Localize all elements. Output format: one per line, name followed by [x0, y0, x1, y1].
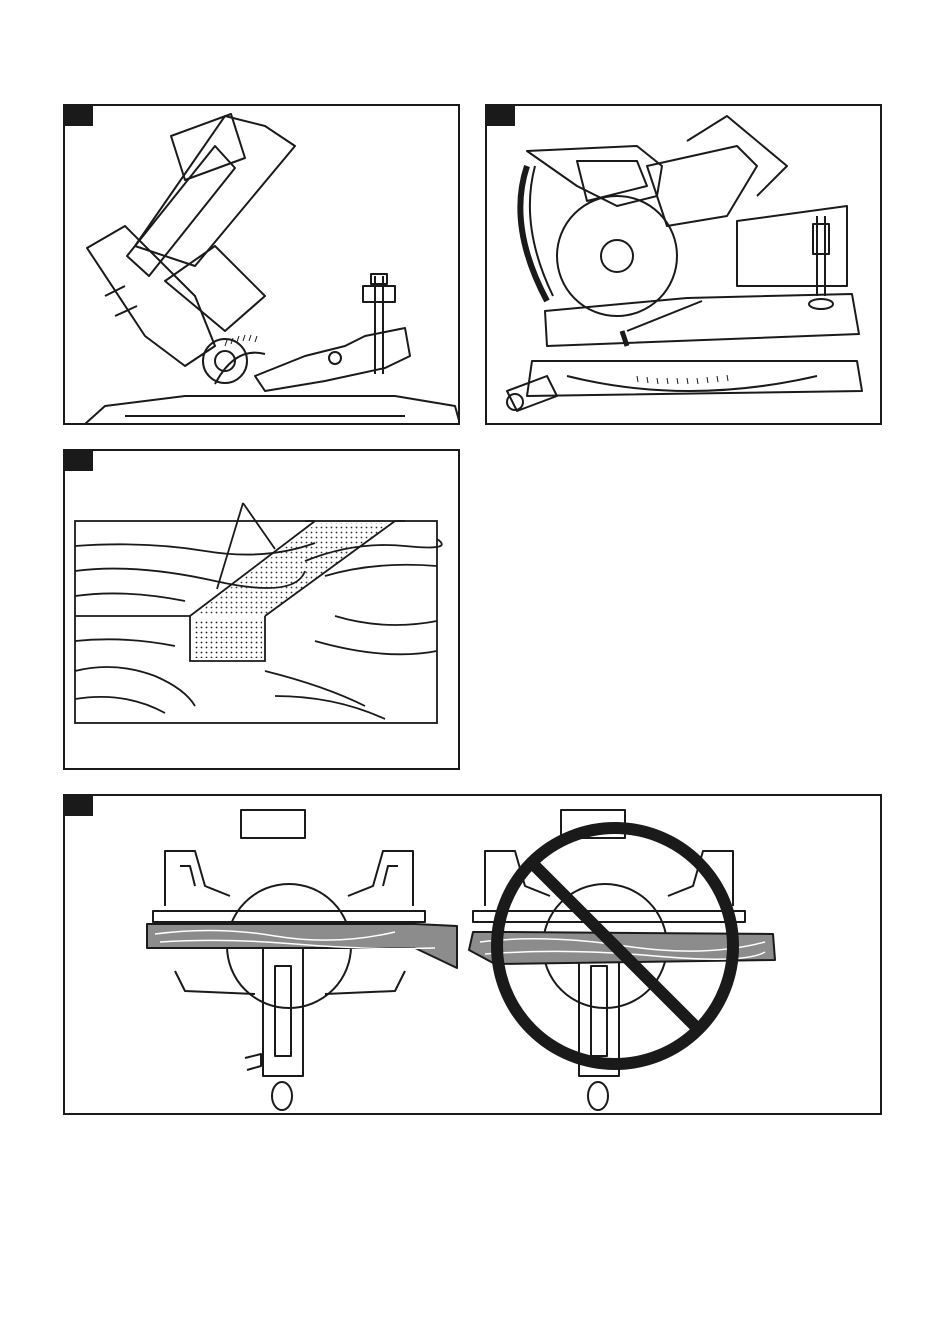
- saw-front-view-correct: [153, 810, 425, 1110]
- figure-panel-4: [63, 794, 882, 1115]
- figure-panel-1: [63, 104, 460, 425]
- figure-panel-2: [485, 104, 882, 425]
- saw-cut-illustration: [487, 106, 882, 425]
- workpiece-placement-illustration: [65, 796, 882, 1115]
- figure-panel-3: [63, 449, 460, 770]
- kerf-detail-illustration: [65, 451, 460, 770]
- saw-bevel-illustration: [65, 106, 460, 425]
